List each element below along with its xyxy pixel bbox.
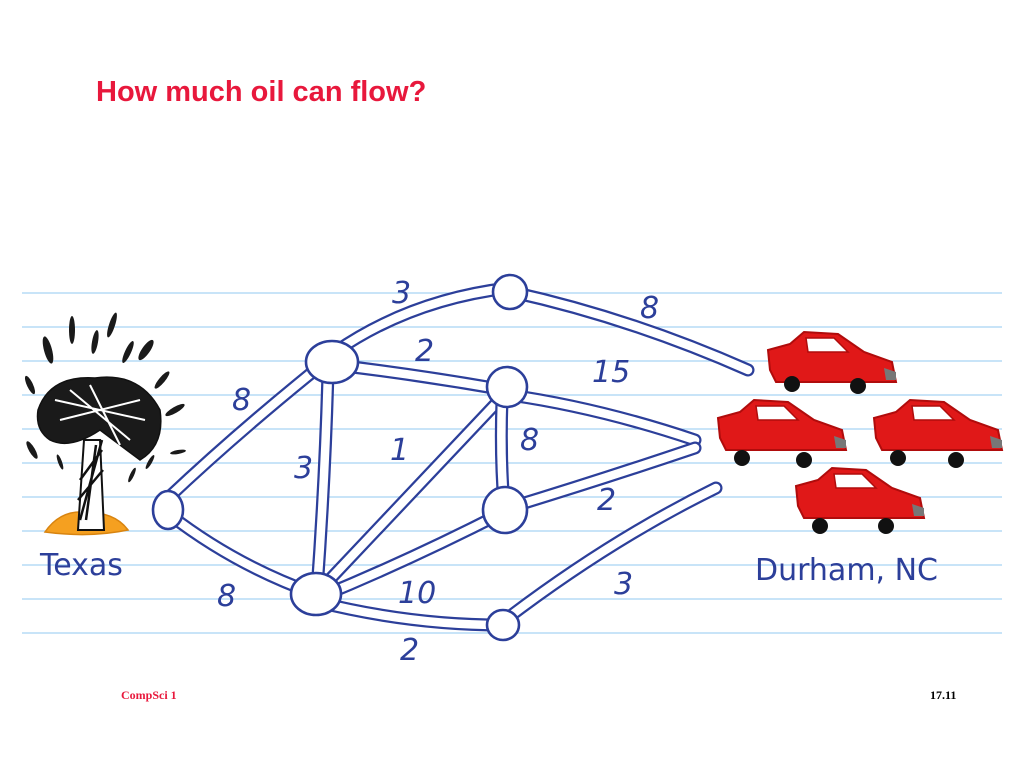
capacity-b-d: 10 <box>398 576 436 611</box>
capacity-b-e: 1 <box>390 433 409 468</box>
car-icon <box>872 398 1004 468</box>
pipe-f-sink <box>498 481 723 627</box>
node-texas <box>151 489 185 531</box>
sink-label-durham: Durham, NC <box>755 553 938 588</box>
oil-gusher-icon <box>24 312 186 536</box>
node-b <box>289 571 343 617</box>
capacity-texas-a: 8 <box>232 383 251 418</box>
footer-course: CompSci 1 <box>121 688 177 702</box>
pipe-a-c <box>328 281 515 359</box>
pipe-a-b <box>310 365 335 597</box>
pipe-e-sink <box>503 388 702 447</box>
pipe-b-f <box>311 595 509 632</box>
pipe-c-sink <box>505 285 755 377</box>
node-a <box>304 339 360 385</box>
nodes <box>151 273 529 642</box>
car-icon <box>766 330 898 394</box>
capacity-labels: 8 8 3 8 2 3 1 15 8 2 10 2 3 <box>217 276 659 668</box>
pipe-b-e <box>311 388 511 599</box>
pipe-d-sink <box>501 441 702 515</box>
node-d <box>481 485 529 535</box>
capacity-a-e: 2 <box>415 334 434 369</box>
pipes <box>161 281 755 632</box>
car-icon <box>794 466 926 534</box>
pipe-b-d <box>313 505 511 604</box>
node-c <box>491 273 529 311</box>
cars <box>716 330 1004 534</box>
node-e <box>485 365 529 409</box>
capacity-c-sink: 8 <box>640 291 659 326</box>
capacity-e-sink: 15 <box>592 355 630 390</box>
capacity-e-d: 8 <box>520 423 539 458</box>
capacity-a-c: 3 <box>392 276 411 311</box>
capacity-b-f: 2 <box>400 633 419 668</box>
capacity-a-b: 3 <box>294 451 313 486</box>
capacity-d-sink: 2 <box>597 483 616 518</box>
capacity-texas-b: 8 <box>217 579 236 614</box>
source-label-texas: Texas <box>39 548 123 583</box>
node-f <box>485 608 521 642</box>
slide-title: How much oil can flow? <box>96 76 427 108</box>
car-icon <box>716 398 848 468</box>
slide-number: 17.11 <box>930 688 957 702</box>
pipe-texas-a <box>161 351 337 505</box>
capacity-f-sink: 3 <box>614 567 633 602</box>
pipe-texas-b <box>163 508 320 600</box>
